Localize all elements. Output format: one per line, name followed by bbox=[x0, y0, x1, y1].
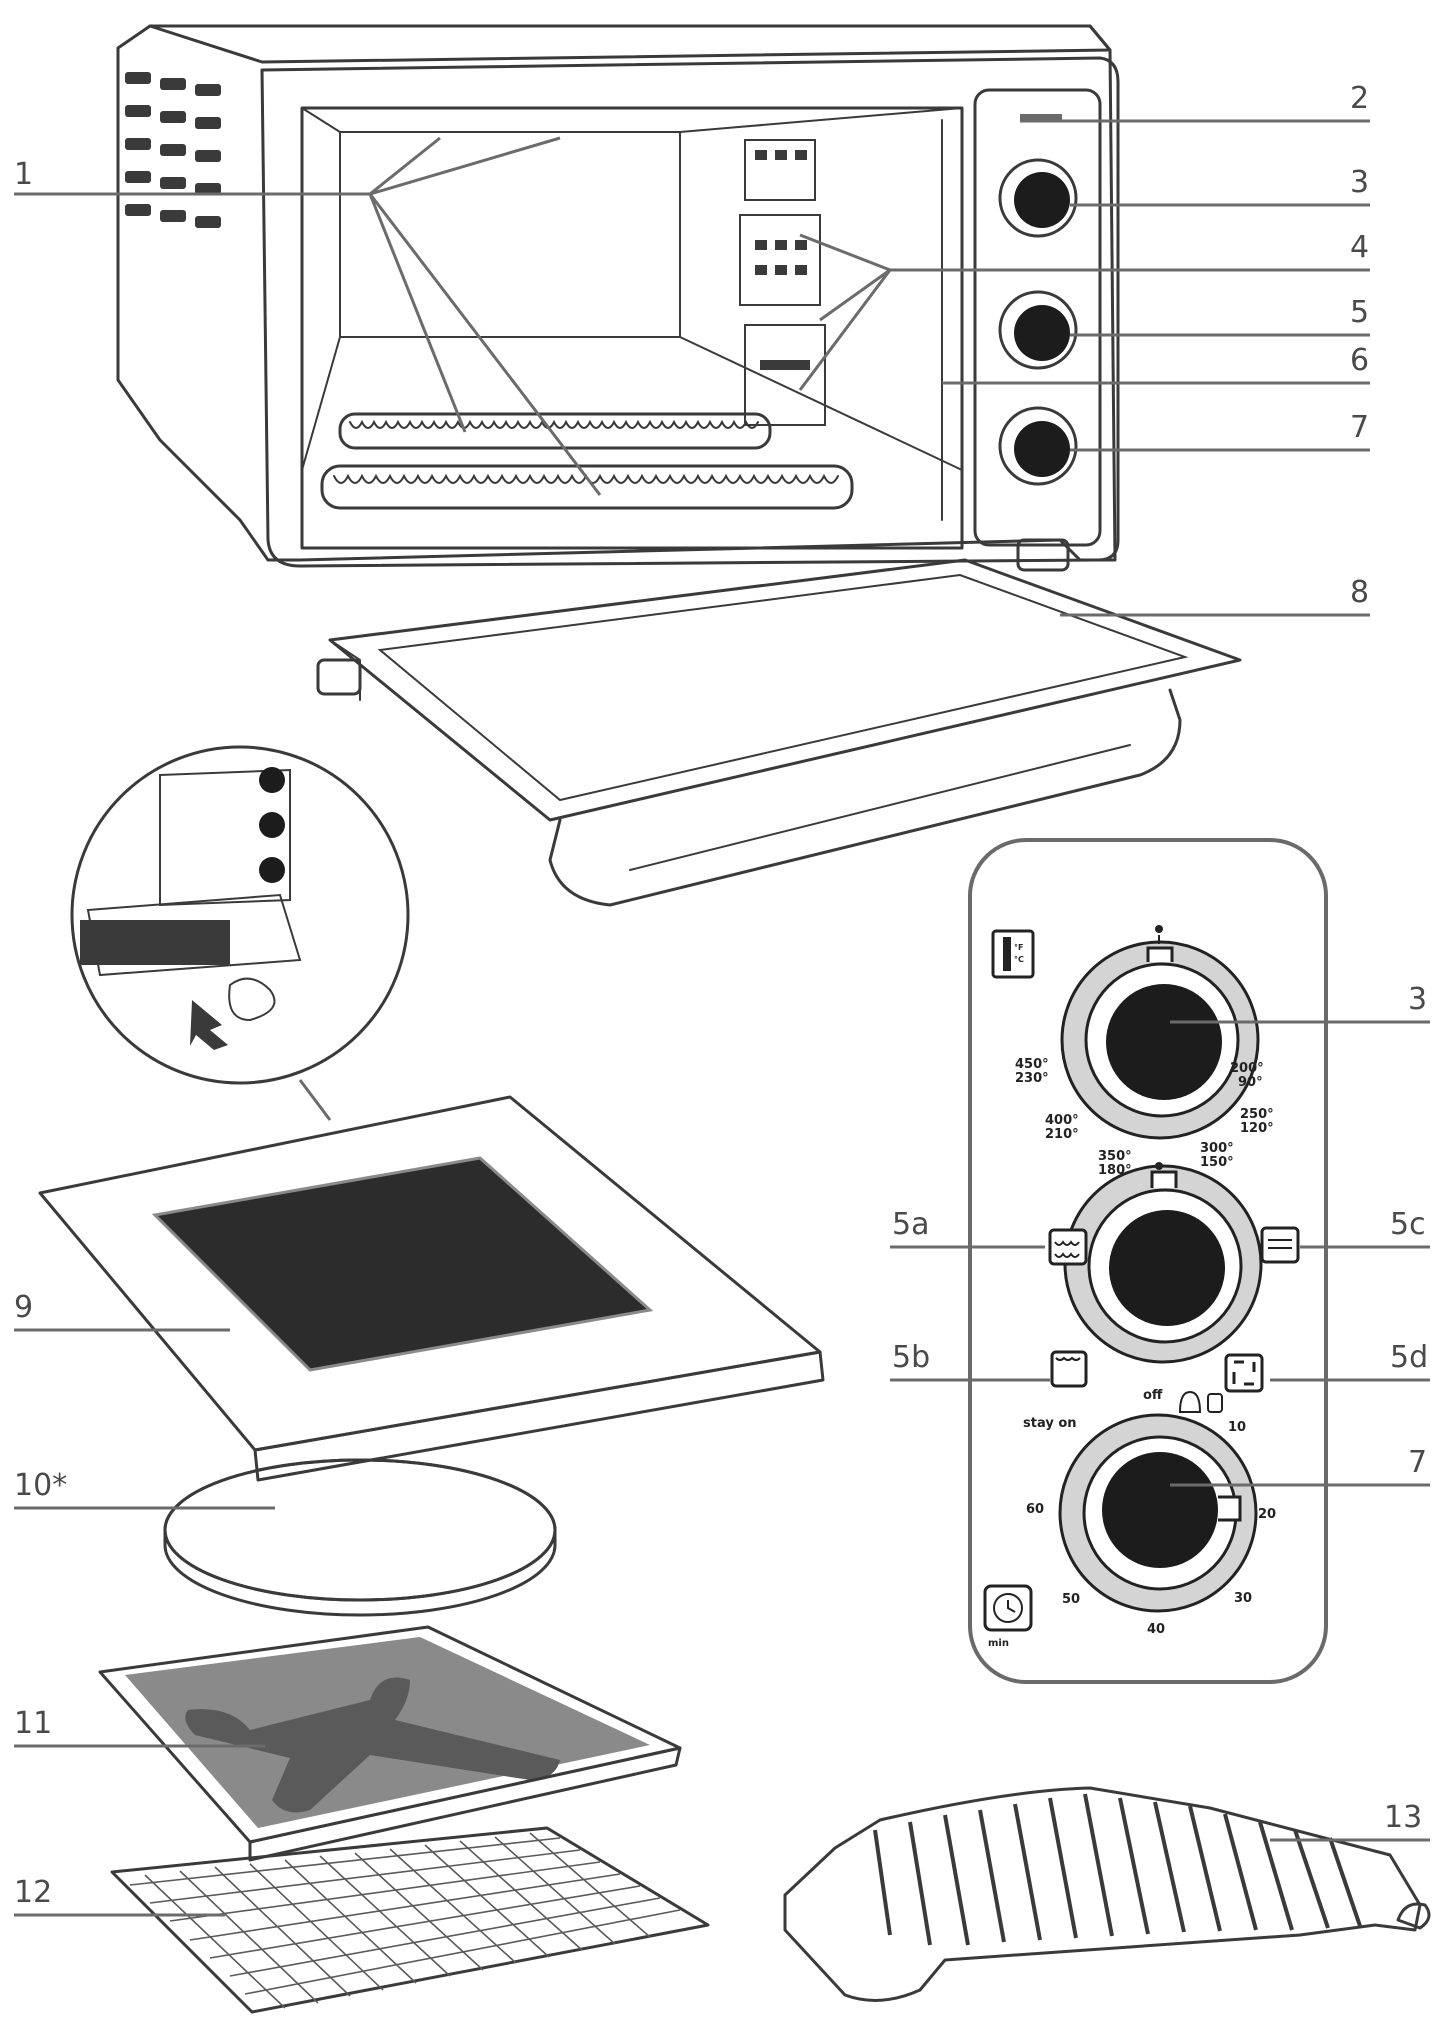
callout-4: 4 bbox=[1350, 230, 1369, 265]
temp-150c: 150° bbox=[1200, 1155, 1234, 1170]
callout-5: 5 bbox=[1350, 295, 1369, 330]
callout-9: 9 bbox=[14, 1290, 33, 1325]
temp-200f: 200° bbox=[1230, 1061, 1264, 1076]
unit-c-label: °C bbox=[1014, 955, 1024, 964]
timer-50: 50 bbox=[1062, 1592, 1080, 1607]
temp-250f: 250° bbox=[1240, 1107, 1274, 1122]
timer-10: 10 bbox=[1228, 1420, 1246, 1435]
oven-callouts: 1 2 3 4 5 6 7 8 bbox=[14, 81, 1370, 617]
roasting-pan bbox=[98, 1625, 682, 1862]
rack-rails bbox=[739, 139, 826, 426]
control-panel: °F °C 200° 90° 250° 120° 300° 150° 350° … bbox=[890, 838, 1430, 1684]
wire-basket bbox=[110, 1826, 710, 2014]
clock-icon: min bbox=[983, 1584, 1033, 1649]
power-light bbox=[1020, 114, 1062, 122]
pizza-stone bbox=[163, 1458, 557, 1617]
panel-callout-7: 7 bbox=[1408, 1445, 1427, 1480]
callout-1: 1 bbox=[14, 157, 33, 192]
thermometer-icon: °F °C bbox=[991, 929, 1035, 979]
grill-icon bbox=[1260, 1226, 1300, 1264]
timer-20: 20 bbox=[1258, 1507, 1276, 1522]
callout-8: 8 bbox=[1350, 575, 1369, 610]
timer-knob[interactable] bbox=[1058, 1413, 1258, 1613]
temp-120c: 120° bbox=[1240, 1121, 1274, 1136]
convection-icon bbox=[1224, 1353, 1264, 1393]
temperature-knob[interactable] bbox=[1060, 925, 1260, 1140]
timer-60: 60 bbox=[1026, 1502, 1044, 1517]
oven-knobs bbox=[998, 158, 1078, 486]
timer-40: 40 bbox=[1147, 1622, 1165, 1637]
temp-300f: 300° bbox=[1200, 1141, 1234, 1156]
bell-icon bbox=[1178, 1390, 1202, 1413]
baking-tray bbox=[38, 1095, 825, 1482]
toast-icon bbox=[1207, 1393, 1223, 1413]
callout-12: 12 bbox=[14, 1875, 52, 1910]
callout-2: 2 bbox=[1350, 81, 1369, 116]
callout-13: 13 bbox=[1384, 1800, 1422, 1835]
panel-callout-5c: 5c bbox=[1390, 1207, 1426, 1242]
panel-callout-5b: 5b bbox=[892, 1340, 930, 1375]
hand-icon bbox=[228, 977, 276, 1022]
oven-door bbox=[328, 558, 1242, 907]
timer-unit: min bbox=[988, 1638, 1009, 1649]
callout-7: 7 bbox=[1350, 410, 1369, 445]
crumb-tray-mesh bbox=[80, 920, 230, 965]
temp-350f: 350° bbox=[1098, 1149, 1132, 1164]
crumb-tray-detail bbox=[70, 745, 410, 1121]
panel-callout-3: 3 bbox=[1408, 982, 1427, 1017]
top-heat-icon bbox=[1048, 1228, 1088, 1266]
bottom-heat-icon bbox=[1050, 1350, 1088, 1388]
heating-elements bbox=[320, 412, 854, 510]
temp-210c: 210° bbox=[1045, 1127, 1079, 1142]
timer-30: 30 bbox=[1234, 1591, 1252, 1606]
pull-arrow-icon bbox=[190, 1000, 228, 1050]
callout-10: 10* bbox=[14, 1468, 67, 1503]
panel-callout-5d: 5d bbox=[1390, 1340, 1428, 1375]
timer-stay-on: stay on bbox=[1023, 1416, 1077, 1431]
toaster-oven bbox=[116, 24, 1242, 907]
wire-rack bbox=[783, 1786, 1431, 2002]
temp-450f: 450° bbox=[1015, 1057, 1049, 1072]
temp-230c: 230° bbox=[1015, 1071, 1049, 1086]
panel-callout-5a: 5a bbox=[892, 1207, 929, 1242]
timer-off: off bbox=[1143, 1388, 1163, 1403]
callout-3: 3 bbox=[1350, 165, 1369, 200]
callout-11: 11 bbox=[14, 1706, 52, 1741]
function-knob[interactable] bbox=[1063, 1162, 1263, 1364]
callout-6: 6 bbox=[1350, 343, 1369, 378]
temp-90c: 90° bbox=[1238, 1075, 1263, 1090]
temp-400f: 400° bbox=[1045, 1113, 1079, 1128]
side-vents bbox=[125, 72, 221, 228]
unit-f-label: °F bbox=[1014, 943, 1023, 952]
